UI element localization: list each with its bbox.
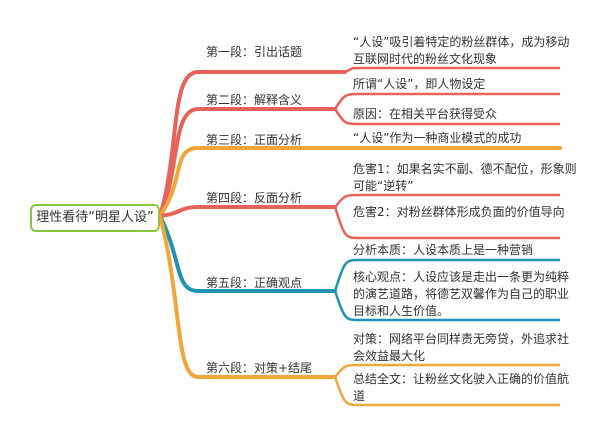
section-3-label: 第三段：正面分析 [206, 133, 303, 147]
section-5-label: 第五段：正确观点 [206, 276, 303, 290]
leaf-4-1: 危害1：如果名实不副、德不配位，形象则可能“逆转” [353, 162, 577, 193]
root-node: 理性看待“明星人设” [30, 204, 160, 232]
branch-section-2 [158, 107, 337, 218]
branch-section-6 [158, 214, 337, 379]
branch-section-4 [158, 205, 337, 218]
section-2-label: 第二段：解释含义 [206, 93, 303, 107]
branch-leaf-4-2 [333, 206, 560, 240]
branch-leaf-1-1 [344, 66, 560, 74]
leaf-5-1: 分析本质：人设本质上是一种营销 [353, 243, 534, 257]
branch-leaf-6-1 [334, 363, 560, 378]
branch-section-1 [158, 70, 347, 218]
leaf-2-1: 所谓“人设”，即人物设定 [353, 77, 486, 91]
branch-leaf-4-1 [334, 193, 560, 208]
leaf-4-2: 危害2：对粉丝群体形成负面的价值导向 [353, 205, 565, 219]
branch-leaf-5-2 [333, 290, 560, 322]
section-6-label: 第六段：对策+结尾 [206, 361, 313, 375]
section-4-label: 第四段：反面分析 [206, 191, 303, 205]
branch-leaf-2-2 [333, 108, 560, 126]
branch-leaf-5-1 [333, 258, 560, 292]
leaf-5-2: 核心观点：人设应该是走出一条更为纯粹的演艺道路，将德艺双馨作为自己的职业目标和人… [353, 270, 570, 318]
section-1-label: 第一段：引出话题 [206, 45, 303, 59]
branch-leaf-6-2 [333, 376, 560, 407]
leaf-6-1: 对策：网络平台同样责无旁贷，外追求社会效益最大化 [353, 332, 570, 363]
branch-leaf-2-1 [333, 92, 560, 110]
branch-section-3 [158, 146, 562, 218]
branch-section-5 [158, 214, 337, 293]
leaf-3-1: “人设”作为一种商业模式的成功 [353, 131, 522, 145]
leaf-6-2: 总结全文：让粉丝文化驶入正确的价值航道 [353, 372, 570, 403]
leaf-1-1: “人设”吸引着特定的粉丝群体，成为移动互联网时代的粉丝文化现象 [353, 35, 570, 66]
leaf-2-2: 原因：在相关平台获得受众 [353, 107, 498, 121]
